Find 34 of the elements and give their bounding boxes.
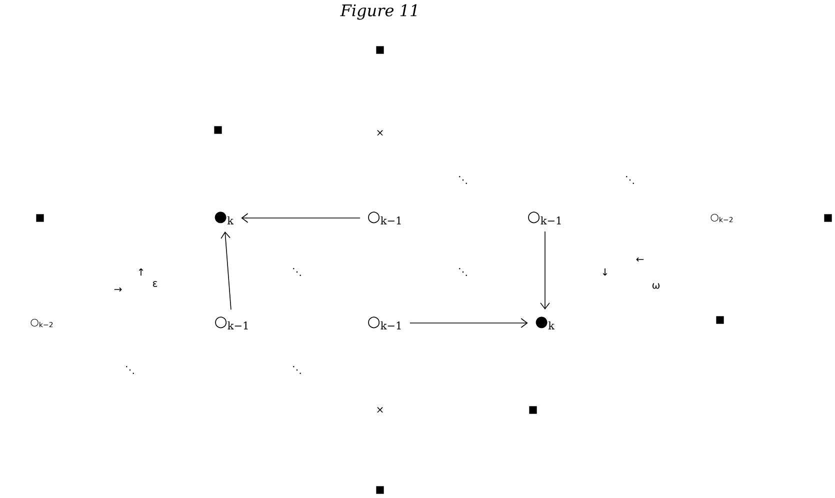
arrow [220,232,232,310]
math-symbol: ■ [214,126,222,134]
arrow [410,318,528,328]
math-symbol: ⋱ [126,366,134,374]
math-symbol: ■ [376,46,384,54]
math-symbol: ■ [716,316,724,324]
math-symbol: ω [652,283,660,289]
math-symbol: ⋱ [293,268,301,276]
math-symbol: ⋱ [293,366,301,374]
figure-title: Figure 11 [340,4,416,20]
math-term: ○$_{k−1}$ [368,316,401,330]
math-symbol: ε [152,281,158,287]
math-symbol: ○$_{k−2}$ [30,318,53,328]
math-term: ●$_{k}$ [214,212,234,224]
math-symbol: ⋱ [459,176,467,184]
math-symbol: ↑ [138,268,144,276]
arrow [540,231,550,310]
math-term: ●$_{k}$ [536,316,555,330]
math-term: ○$_{k−1}$ [528,212,561,224]
math-symbol: → [114,287,122,292]
math-symbol: ⋱ [626,176,634,184]
math-term: ○$_{k−1}$ [368,212,401,224]
math-symbol: ■ [36,214,44,222]
arrow [241,213,360,223]
math-symbol: × [377,407,383,413]
math-symbol: × [377,130,383,136]
math-symbol: ○$_{k−2}$ [710,214,733,222]
math-symbol: ↓ [602,268,608,276]
math-symbol: ■ [529,406,537,414]
math-symbol: ← [636,257,644,262]
math-term: ○$_{k−1}$ [215,316,248,330]
math-symbol: ■ [824,214,832,222]
math-symbol: ⋱ [459,268,467,276]
math-symbol: ■ [376,486,384,494]
